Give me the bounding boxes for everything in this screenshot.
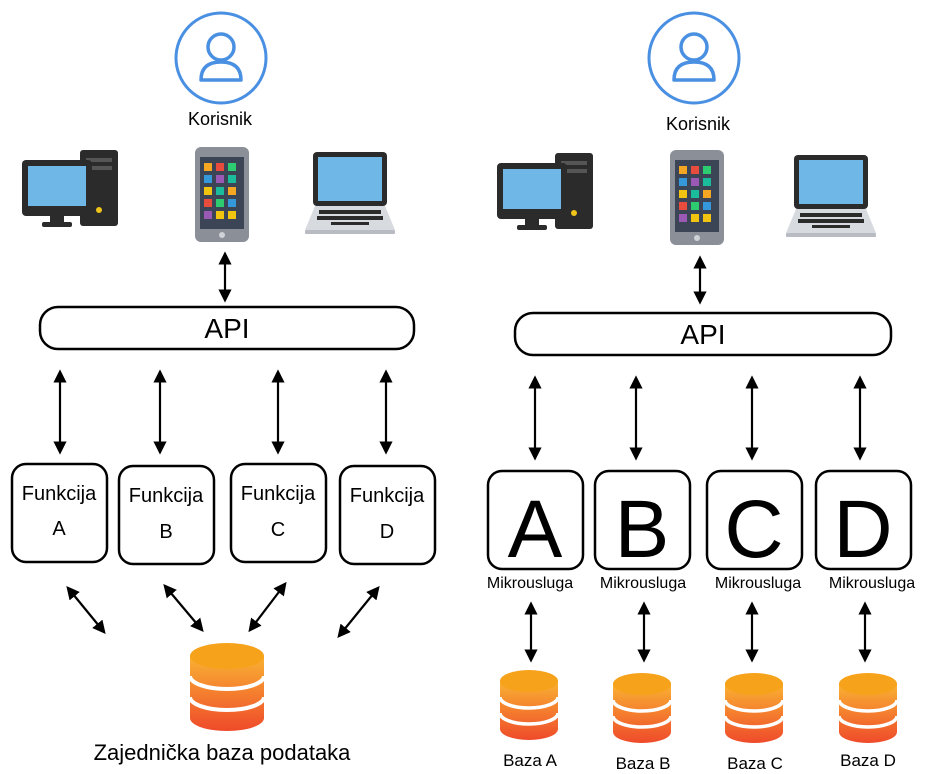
svg-text:D: D (833, 484, 892, 575)
function-d: Funkcija D (338, 464, 437, 566)
database-icon (837, 673, 899, 743)
shared-database-label: Zajednička baza podataka (94, 740, 352, 765)
service-c: C Mikrousluga (705, 469, 804, 592)
svg-text:A: A (52, 518, 66, 540)
svg-text:Funkcija: Funkcija (129, 485, 204, 507)
service-a: A Mikrousluga (486, 469, 585, 592)
database-label: Baza A (503, 751, 558, 770)
laptop-icon (786, 155, 876, 237)
function-b: Funkcija B (117, 464, 216, 566)
desktop-icon (497, 153, 593, 230)
arrow-function-c-db (248, 581, 287, 633)
svg-text:A: A (508, 484, 563, 575)
smartphone-icon (195, 147, 249, 242)
monolith-section: Korisnik (10, 11, 437, 765)
database-label: Baza C (727, 754, 783, 773)
database-icon (723, 673, 785, 743)
service-label: Mikrousluga (600, 575, 686, 592)
service-label: Mikrousluga (715, 575, 801, 592)
api-label: API (204, 313, 249, 344)
user-icon (647, 11, 741, 105)
user-label: Korisnik (666, 114, 731, 134)
svg-text:D: D (380, 521, 394, 543)
function-c: Funkcija C (229, 462, 328, 564)
service-b: B Mikrousluga (593, 469, 692, 592)
user-label: Korisnik (188, 109, 253, 129)
service-label: Mikrousluga (829, 575, 915, 592)
svg-text:B: B (615, 484, 670, 575)
svg-text:Funkcija: Funkcija (241, 483, 316, 505)
laptop-icon (305, 152, 395, 234)
desktop-icon (22, 150, 118, 227)
svg-text:C: C (724, 484, 783, 575)
database-icon (498, 670, 560, 740)
microservices-section: Korisnik (486, 11, 915, 773)
service-d: D Mikrousluga (814, 469, 915, 592)
api-box (38, 305, 416, 351)
database-label: Baza D (840, 751, 896, 770)
function-a: Funkcija A (10, 462, 109, 564)
svg-text:Funkcija: Funkcija (350, 485, 425, 507)
arrow-function-d-db (337, 585, 380, 639)
service-label: Mikrousluga (487, 575, 573, 592)
api-label: API (680, 319, 725, 350)
user-icon (174, 11, 268, 105)
arrow-function-a-db (66, 585, 106, 635)
smartphone-icon (670, 150, 724, 245)
arrow-function-b-db (163, 583, 204, 633)
database-label: Baza B (616, 754, 671, 773)
svg-text:Funkcija: Funkcija (22, 483, 97, 505)
svg-text:B: B (159, 521, 172, 543)
database-icon (188, 643, 266, 731)
api-box (513, 311, 893, 357)
svg-text:C: C (271, 519, 285, 541)
database-icon (611, 673, 673, 743)
